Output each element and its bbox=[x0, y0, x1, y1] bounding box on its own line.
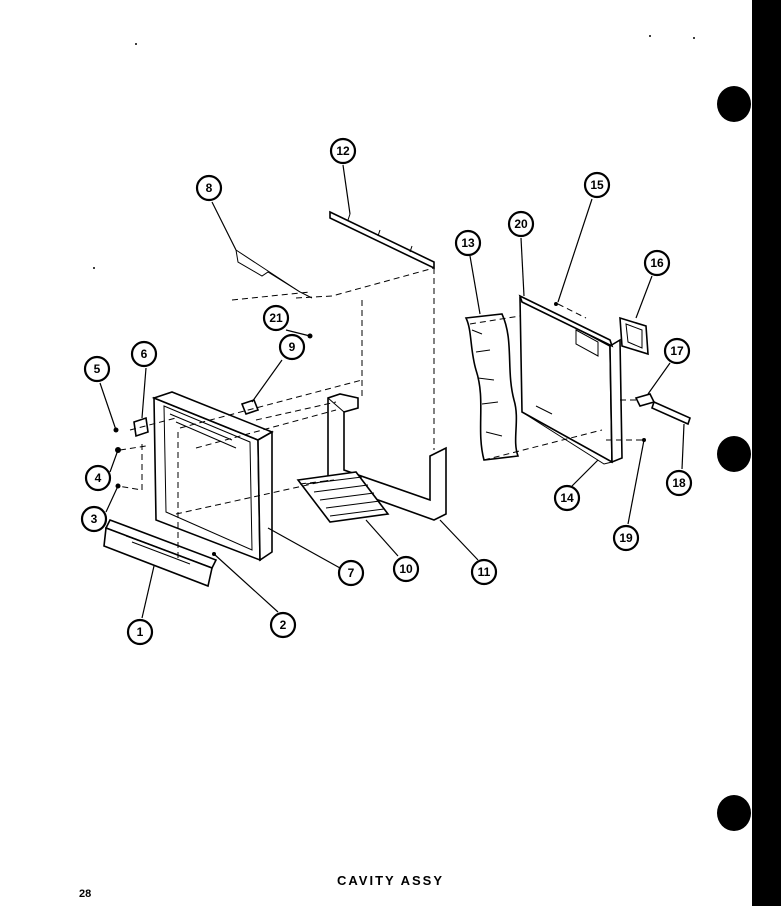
callout-text: 3 bbox=[91, 512, 98, 526]
callout-21: 21 bbox=[262, 304, 290, 332]
callout-text: 2 bbox=[280, 618, 287, 632]
callout-text: 19 bbox=[619, 531, 633, 545]
callout-text: 7 bbox=[348, 566, 355, 580]
callout-8: 8 bbox=[195, 174, 223, 202]
callout-4: 4 bbox=[84, 464, 112, 492]
part-14-back-panel bbox=[519, 296, 623, 487]
callout-text: 16 bbox=[650, 256, 664, 270]
callout-text: 17 bbox=[670, 344, 684, 358]
callout-7: 7 bbox=[337, 559, 365, 587]
callout-text: 13 bbox=[461, 236, 475, 250]
part-10-grille bbox=[296, 471, 399, 557]
callout-text: 18 bbox=[672, 476, 686, 490]
callout-text: 1 bbox=[137, 625, 144, 639]
part-8-top-shield bbox=[211, 201, 313, 299]
binder-hole-bottom bbox=[717, 795, 751, 831]
binder-hole-top bbox=[717, 86, 751, 122]
callout-16: 16 bbox=[643, 249, 671, 277]
assembly-lines bbox=[117, 267, 644, 560]
callout-18: 18 bbox=[665, 469, 693, 497]
scan-edge-bar bbox=[752, 0, 781, 906]
callout-text: 20 bbox=[514, 217, 528, 231]
callout-15: 15 bbox=[583, 171, 611, 199]
callout-text: 15 bbox=[590, 178, 604, 192]
callout-11: 11 bbox=[470, 558, 498, 586]
callout-12: 12 bbox=[329, 137, 357, 165]
part-13-insulation bbox=[464, 255, 520, 461]
callout-text: 9 bbox=[289, 340, 296, 354]
part-6-bracket bbox=[133, 367, 149, 438]
fasteners bbox=[99, 302, 646, 613]
lead-15 bbox=[557, 198, 593, 303]
callout-2: 2 bbox=[269, 611, 297, 639]
callout-text: 8 bbox=[206, 181, 213, 195]
part-12-top-bracket bbox=[329, 164, 435, 270]
speckles bbox=[93, 35, 695, 269]
callout-text: 10 bbox=[399, 562, 413, 576]
callout-10: 10 bbox=[392, 555, 420, 583]
part-17-connector bbox=[634, 362, 671, 407]
part-20-top-rail bbox=[518, 237, 614, 348]
callout-3: 3 bbox=[80, 505, 108, 533]
callout-1: 1 bbox=[126, 618, 154, 646]
callout-6: 6 bbox=[130, 340, 158, 368]
callout-text: 4 bbox=[95, 471, 102, 485]
callout-17: 17 bbox=[663, 337, 691, 365]
callout-text: 14 bbox=[560, 491, 574, 505]
part-16-gasket bbox=[619, 275, 653, 356]
page-number: 28 bbox=[79, 888, 92, 900]
callout-text: 6 bbox=[141, 347, 148, 361]
callout-14: 14 bbox=[553, 484, 581, 512]
diagram-caption: CAVITY ASSY bbox=[336, 873, 444, 888]
callout-text: 5 bbox=[94, 362, 101, 376]
callout-9: 9 bbox=[278, 333, 306, 361]
callout-5: 5 bbox=[83, 355, 111, 383]
callout-text: 21 bbox=[269, 311, 283, 325]
callout-13: 13 bbox=[454, 229, 482, 257]
callout-19: 19 bbox=[612, 524, 640, 552]
binder-hole-middle bbox=[717, 436, 751, 472]
part-7-front-frame bbox=[151, 391, 341, 569]
callout-text: 11 bbox=[478, 565, 491, 579]
callout-text: 12 bbox=[336, 144, 350, 158]
callout-20: 20 bbox=[507, 210, 535, 238]
part-1-control-panel bbox=[103, 518, 218, 619]
part-18-lamp bbox=[651, 400, 691, 470]
